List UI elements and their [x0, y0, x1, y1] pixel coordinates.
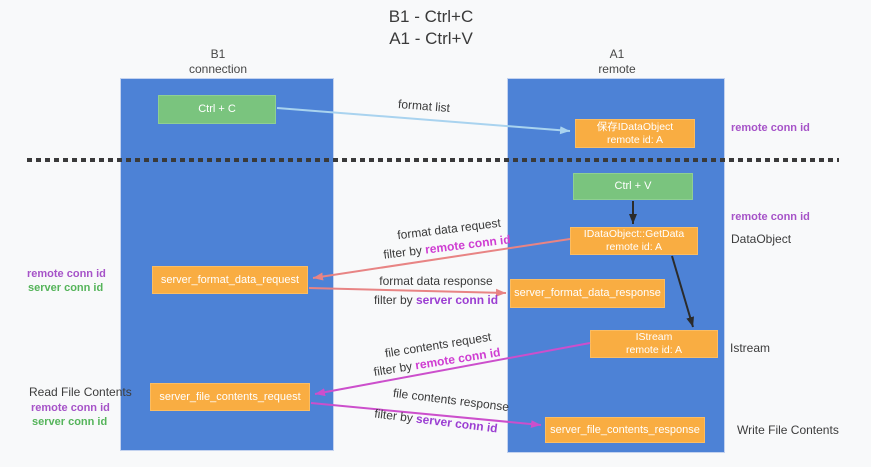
ctrl-c-label: Ctrl + C	[198, 103, 236, 115]
server-file-contents-response-box: server_file_contents_response	[545, 417, 705, 443]
server-format-data-request-label: server_format_data_request	[160, 273, 300, 286]
title-line-1: B1 - Ctrl+C	[388, 7, 474, 26]
lifeline-b1-role: connection	[188, 62, 248, 76]
filter-by-text: filter by	[373, 406, 417, 426]
server-file-contents-request-box: server_file_contents_request	[150, 383, 310, 411]
server-conn-id-text: server conn id	[415, 293, 499, 307]
idataobject-getdata-box: IDataObject::GetData remote id: A	[570, 227, 698, 255]
save-dataobject-line1: 保存IDataObject	[596, 120, 674, 133]
server-format-data-response-label: server_format_data_response	[514, 287, 661, 299]
format-list-text: format list	[397, 96, 451, 116]
lifeline-a1-role: remote	[598, 62, 636, 76]
write-file-contents-label: Write File Contents	[737, 423, 839, 437]
server-file-contents-response-label: server_file_contents_response	[550, 423, 700, 436]
format-list-label: format list	[398, 97, 451, 115]
istream-line1: IStream	[635, 331, 673, 343]
format-data-response-text: format data response	[379, 274, 493, 288]
read-file-contents-label: Read File Contents	[29, 385, 132, 399]
server-format-data-request-box: server_format_data_request	[152, 266, 308, 294]
left-remote-conn-id-label-1: remote conn id	[27, 268, 106, 280]
lifeline-header-a1: A1 remote	[557, 47, 677, 77]
right-remote-conn-id-label-1: remote conn id	[731, 122, 810, 134]
lifeline-a1-name: A1	[609, 47, 625, 61]
filter-by-text: filter by	[373, 293, 416, 307]
istream-side-label: Istream	[730, 341, 771, 355]
istream-line2: remote id: A	[625, 344, 683, 356]
filter-by-server-conn-id-label-1: filter by server conn id	[374, 293, 498, 307]
server-format-data-response-box: server_format_data_response	[510, 279, 665, 308]
server-file-contents-request-label: server_file_contents_request	[159, 390, 301, 403]
getdata-line1: IDataObject::GetData	[583, 228, 685, 240]
dataobject-label: DataObject	[731, 232, 792, 246]
format-data-response-label: format data response	[379, 274, 492, 288]
istream-box: IStream remote id: A	[590, 330, 718, 358]
left-server-conn-id-label-1: server conn id	[28, 282, 104, 294]
dashed-separator-line	[27, 158, 839, 162]
server-conn-id-text: server conn id	[415, 411, 499, 436]
ctrl-v-label: Ctrl + V	[614, 180, 652, 192]
right-remote-conn-id-label-2: remote conn id	[731, 211, 810, 223]
lifeline-header-b1: B1 connection	[158, 47, 278, 77]
ctrl-c-box: Ctrl + C	[158, 95, 276, 124]
filter-by-text: filter by	[382, 242, 427, 262]
save-dataobject-box: 保存IDataObject remote id: A	[575, 119, 695, 148]
ctrl-v-box: Ctrl + V	[573, 173, 693, 200]
left-server-conn-id-label-2: server conn id	[32, 416, 108, 428]
filter-by-text: filter by	[372, 358, 417, 379]
left-remote-conn-id-label-2: remote conn id	[31, 402, 110, 414]
filter-by-server-conn-id-label-2: filter by server conn id	[374, 406, 499, 435]
lifeline-b1-name: B1	[210, 47, 226, 61]
title-line-2: A1 - Ctrl+V	[389, 29, 473, 48]
diagram-title: B1 - Ctrl+C A1 - Ctrl+V	[331, 6, 531, 50]
save-dataobject-line2: remote id: A	[606, 133, 664, 146]
getdata-line2: remote id: A	[605, 241, 663, 253]
